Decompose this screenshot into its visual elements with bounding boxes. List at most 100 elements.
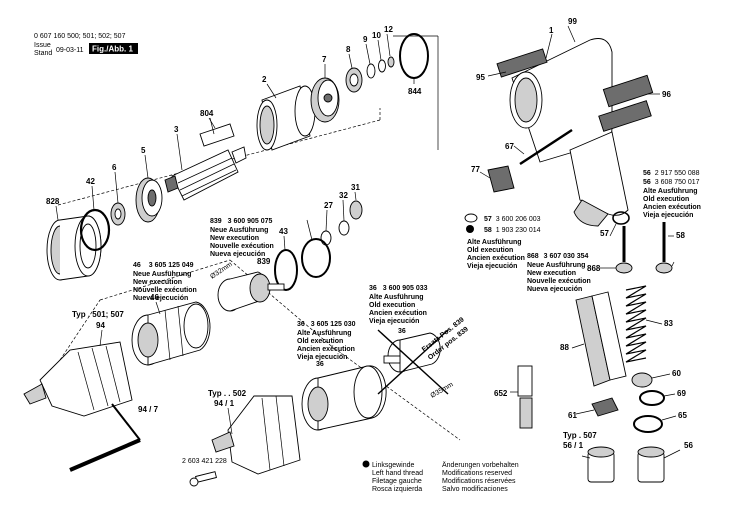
svg-text:36 3 600 905 033: 36 3 600 905 033 [369, 285, 428, 292]
label-77: 77 [471, 165, 480, 174]
part-8-bearing [345, 67, 363, 93]
footer-right-4: Salvo modificaciones [442, 486, 508, 493]
part-36-adapter-crossed [377, 329, 449, 395]
label-804: 804 [200, 109, 214, 118]
note-839-line-1: Neue Ausführung [210, 227, 268, 234]
note-46: 46 3 605 125 049 Neue Ausführung New exe… [133, 262, 197, 302]
note-36a-line-3: Ancien exécution [369, 310, 427, 317]
dim-32mm: Ø32mm [209, 261, 234, 281]
part-77-trigger [487, 165, 515, 193]
part-1-housing [496, 38, 654, 227]
dim-35mm: Ø35mm [430, 381, 455, 400]
part-32-nut [338, 220, 350, 236]
note-56-code-1: 56 [643, 170, 651, 177]
part-43-o-ring [274, 249, 298, 291]
figure-label: Fig./Abb. 1 [92, 45, 133, 54]
label-99: 99 [568, 17, 577, 26]
note-56-order-1: 2 917 550 088 [655, 170, 700, 177]
note-868-order: 3 607 030 354 [544, 253, 589, 260]
label-7: 7 [322, 55, 327, 64]
label-5: 5 [141, 146, 146, 155]
part-60-screen [631, 372, 653, 388]
part-67-lever [519, 128, 573, 166]
label-42: 42 [86, 177, 95, 186]
note-46-code: 46 [133, 262, 141, 269]
note-57-58: 57 3 600 206 003 58 1 903 230 014 Alte A… [467, 216, 541, 270]
part-31-nut [349, 200, 363, 220]
part-94-7-key [69, 403, 141, 472]
svg-text:58 1 903 230 014: 58 1 903 230 014 [484, 227, 541, 234]
note-46-order: 3 605 125 049 [149, 262, 194, 269]
part-652-fitting [517, 365, 533, 429]
note-839-line-4: Nueva ejecución [210, 251, 265, 258]
note-868-line-1: Neue Ausführung [527, 262, 585, 269]
label-9: 9 [363, 35, 368, 44]
note-839: 839 3 600 905 075 Neue Ausführung New ex… [210, 218, 274, 258]
footer-left-2: Left hand thread [372, 470, 423, 477]
issue-label: Issue [34, 42, 51, 49]
footer-right-2: Modifications reserved [442, 470, 512, 477]
svg-text:868 3 607 030 354: 868 3 607 030 354 [527, 253, 589, 260]
svg-text:57 3 600 206 003: 57 3 600 206 003 [484, 216, 541, 223]
note-36-adapter: 36 3 600 905 033 Alte Ausführung Old exe… [369, 285, 428, 325]
label-868: 868 [587, 264, 601, 273]
part-12-washer [387, 56, 395, 68]
stand-label: Stand [34, 50, 52, 57]
label-828: 828 [46, 197, 60, 206]
part-804-blade [199, 117, 235, 147]
part-57-o-ring [612, 211, 630, 225]
figure-label-box [89, 43, 138, 54]
note-56-line-4: Vieja ejecución [643, 212, 693, 219]
svg-text:56 3 608 750 017: 56 3 608 750 017 [643, 179, 700, 186]
note-868: 868 3 607 030 354 Neue Ausführung New ex… [527, 253, 591, 293]
part-7-end-plate [310, 77, 340, 123]
note-57-order: 3 600 206 003 [496, 216, 541, 223]
label-10: 10 [372, 31, 381, 40]
note-839-line-2: New execution [210, 235, 259, 242]
part-844-o-ring [399, 33, 429, 79]
part-56-1-fitting [587, 446, 615, 483]
part-83-spring [625, 285, 647, 363]
note-56-line-1: Alte Ausführung [643, 188, 698, 195]
label-43: 43 [279, 227, 288, 236]
note-36a-line-2: Old execution [369, 302, 415, 309]
note-36b-line-4: Vieja ejecución [297, 354, 347, 361]
label-83: 83 [664, 319, 673, 328]
part-9-washer [366, 63, 376, 79]
note-868-line-2: New execution [527, 270, 576, 277]
part-27-washer [320, 230, 332, 246]
label-32: 32 [339, 191, 348, 200]
part-70-ring [301, 238, 331, 278]
note-839-code: 839 [210, 218, 222, 225]
note-36a-line-4: Vieja ejecución [369, 318, 419, 325]
note-36b-line-3: Ancien exécution [297, 346, 355, 353]
part-58-ball [466, 225, 474, 233]
label-839: 839 [257, 257, 271, 266]
part-868-valve [615, 222, 673, 274]
label-6: 6 [112, 163, 117, 172]
label-31: 31 [351, 183, 360, 192]
label-58: 58 [676, 231, 685, 240]
label-36-adapter: 36 [398, 328, 406, 335]
label-88: 88 [560, 343, 569, 352]
footer-right-1: Änderungen vorbehalten [442, 461, 519, 469]
note-36b-code: 36 [297, 321, 305, 328]
old-exec-line-4: Vieja ejecución [467, 263, 517, 270]
note-46-line-3: Nouvelle exécution [133, 287, 197, 294]
part-56-fitting [637, 446, 665, 483]
label-94: 94 [96, 321, 105, 330]
note-868-line-3: Nouvelle exécution [527, 278, 591, 285]
note-839-line-3: Nouvelle exécution [210, 243, 274, 250]
note-839-order: 3 600 905 075 [228, 218, 273, 225]
part-88-silencer [575, 291, 627, 387]
label-65: 65 [678, 411, 687, 420]
part-6-bearing [110, 202, 126, 226]
label-36-sleeve: 36 [316, 361, 324, 368]
typ-507: Typ . 507 [563, 431, 597, 440]
note-56-order-2: 3 608 750 017 [655, 179, 700, 186]
note-56: 56 2 917 550 088 56 3 608 750 017 Alte A… [643, 170, 701, 219]
part-839-adapter [217, 271, 285, 312]
note-36a-code: 36 [369, 285, 377, 292]
note-56-line-3: Ancien exécution [643, 204, 701, 211]
